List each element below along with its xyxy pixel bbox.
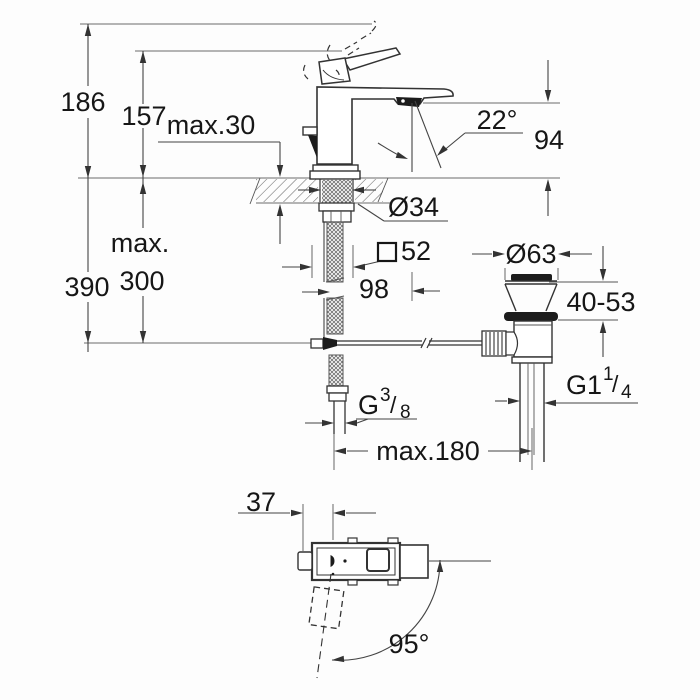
dim-dia34-label: Ø34	[388, 192, 439, 222]
dim-max30-label: max.30	[167, 110, 256, 140]
dim-max180: max.180	[333, 428, 533, 470]
below-counter-assembly	[310, 179, 483, 434]
waste-plug-dome	[511, 274, 552, 281]
dim-94: 94	[534, 60, 564, 216]
stream-angle-line	[414, 100, 442, 169]
top-view-small-dot	[343, 559, 347, 563]
dim-98-label: 98	[359, 274, 389, 304]
countertop-section	[249, 177, 389, 205]
dim-40-53-label: 40-53	[566, 287, 635, 317]
tailpipe-collar	[511, 356, 553, 364]
dim-98: 98	[302, 272, 440, 304]
lever-blade	[341, 47, 402, 71]
rod-joint-sleeve	[310, 338, 324, 349]
mounting-washer	[318, 202, 355, 212]
rod-ball-joint	[323, 337, 337, 350]
supply-hose-upper	[326, 221, 344, 283]
dim-g114-numerator: 1	[603, 364, 614, 385]
dim-dia63-label: Ø63	[505, 239, 556, 269]
top-view-tab	[347, 537, 358, 544]
threaded-shank	[322, 179, 352, 203]
base-plate-lower	[309, 170, 361, 180]
dim-390-label: 390	[64, 272, 109, 302]
pop-up-rod-diagonal	[308, 135, 317, 158]
knob-connector	[505, 331, 519, 356]
pop-up-rod-knob	[302, 126, 318, 136]
square-symbol	[376, 241, 398, 263]
dim-52-label: 52	[401, 236, 431, 266]
top-view-back-tab	[297, 551, 313, 571]
dim-157-label: 157	[121, 101, 166, 131]
dim-g38-slash: /	[390, 392, 397, 418]
aerator-outlet-dot	[401, 99, 405, 103]
lever-base-block	[318, 57, 351, 85]
rotated-handle-centerline	[316, 573, 332, 679]
dim-37: 37	[238, 487, 376, 551]
drain-valve	[481, 274, 558, 462]
dim-157-max300: 157 max. 300	[111, 51, 170, 343]
top-view-tab	[387, 579, 399, 586]
lever-base-curve	[322, 69, 345, 81]
faucet-body-and-spout	[316, 86, 454, 165]
faucet-side-view	[302, 20, 454, 180]
mounting-nut	[322, 210, 352, 223]
dim-300-label: 300	[119, 266, 164, 296]
dim-dia34: Ø34	[298, 186, 448, 222]
hose-break-mark	[325, 277, 345, 283]
dim-94-label: 94	[534, 125, 564, 155]
knob-knurling	[485, 332, 503, 355]
top-view-cartridge-square	[366, 548, 390, 572]
dim-22deg-label: 22°	[477, 105, 518, 135]
dim-square52: 52	[282, 236, 431, 278]
dim-max30: max.30	[158, 110, 284, 244]
dim-g38-numerator: 3	[380, 385, 391, 406]
top-view-marker-dot	[330, 555, 335, 567]
dim-max180-label: max.180	[376, 436, 480, 466]
dim-g114-slash: /	[612, 371, 619, 397]
dim-186-label: 186	[60, 87, 105, 117]
lever-raised-dashed	[302, 20, 377, 80]
dim-40-53: 40-53	[549, 246, 636, 357]
top-view-inner-outline	[316, 547, 396, 576]
swing-arc	[331, 559, 441, 661]
waste-gasket	[504, 312, 558, 321]
top-view-small-dot	[331, 572, 335, 576]
waste-body	[513, 320, 553, 358]
dim-g114-prefix: G1	[566, 370, 602, 400]
dim-g114: G1 1 / 4	[495, 364, 638, 407]
funnel-taper-right	[545, 283, 558, 312]
horizontal-pop-up-rod	[337, 337, 483, 349]
supply-hose-middle	[326, 297, 344, 335]
hose-nut-upper	[326, 385, 349, 394]
counter-break-left	[249, 177, 261, 205]
supply-hose-lower	[328, 354, 344, 387]
dim-95deg: 95°	[331, 559, 491, 664]
hose-nut-lower	[328, 392, 347, 402]
funnel-taper-left	[504, 283, 517, 312]
dim-g38-denominator: 8	[400, 402, 411, 423]
hose-break-mark	[325, 295, 345, 301]
dim-22deg: 22°	[377, 100, 523, 172]
dim-max-word-label: max.	[111, 228, 170, 258]
counter-hatch-left	[256, 179, 318, 202]
counter-break-right	[377, 177, 389, 203]
dim-37-label: 37	[246, 487, 276, 517]
dim-dia63: Ø63	[472, 239, 592, 280]
dim-g38: G 3 / 8	[305, 385, 417, 427]
top-view-handle	[399, 544, 429, 579]
top-view-tab	[387, 537, 399, 544]
top-view-handle-rotated-dashed	[308, 586, 345, 630]
aerator	[396, 97, 422, 107]
faucet-top-view	[297, 537, 429, 679]
top-view-tab	[347, 579, 358, 586]
dim-g38-prefix: G	[358, 390, 379, 420]
dim-186-390: 186 390	[60, 24, 110, 352]
dim-95deg-label: 95°	[389, 629, 430, 659]
dim-g114-denominator: 4	[621, 382, 632, 403]
